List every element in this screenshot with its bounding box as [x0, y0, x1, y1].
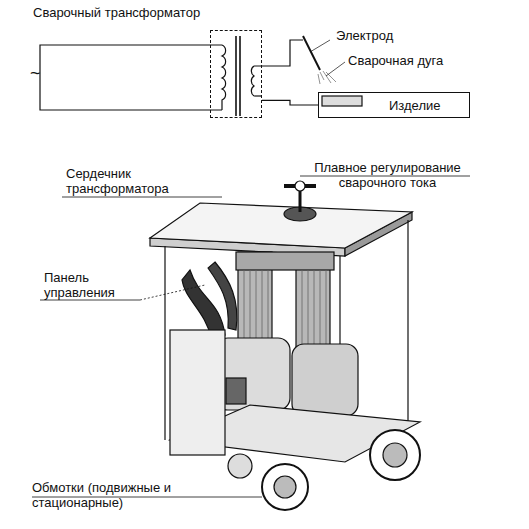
top-cover — [150, 203, 412, 248]
regulator-stem — [299, 190, 302, 212]
leader-line — [326, 62, 345, 76]
wheel — [262, 464, 308, 510]
control-panel — [170, 330, 225, 455]
workpiece-box: Изделие — [318, 92, 470, 118]
part-label: Сердечник трансформатора — [66, 166, 206, 196]
workpiece-symbol — [322, 96, 362, 106]
part-label: Сварочная дуга — [348, 53, 488, 68]
core-yoke — [236, 252, 334, 270]
panel-plate — [226, 378, 246, 404]
leader-line — [62, 197, 222, 198]
winding-coil — [216, 338, 290, 410]
frame-post — [164, 246, 165, 440]
part-label: Обмотки (подвижные и стационарные) — [32, 480, 252, 510]
wire-connector — [262, 100, 318, 105]
primary-coil — [222, 45, 226, 110]
schematic — [40, 36, 362, 116]
part-label: Панель управления — [44, 270, 144, 300]
core-line — [235, 36, 237, 116]
wheel-hub — [383, 443, 407, 467]
leader-line — [310, 40, 330, 52]
frame-post — [407, 220, 408, 425]
cable-bundle — [208, 262, 237, 330]
node-label: Сварочный трансформатор — [33, 5, 200, 20]
node-label: Изделие — [389, 98, 440, 113]
welding-machine — [150, 181, 420, 510]
wheel — [370, 430, 420, 480]
primary-wire — [40, 45, 222, 110]
core-line — [239, 36, 241, 116]
wheel — [228, 454, 252, 478]
transformer-box: Сварочный трансформатор — [210, 30, 262, 118]
part-label: Плавное регулирование сварочного тока — [300, 160, 475, 190]
regulator-knob — [295, 181, 305, 191]
electrode-symbol — [303, 36, 320, 70]
part-label: Электрод — [336, 28, 456, 43]
secondary-lead — [254, 95, 262, 96]
ac-symbol: ~ — [30, 66, 50, 81]
secondary-coil — [251, 66, 254, 96]
leader-line — [140, 285, 205, 300]
wheel-hub — [274, 476, 296, 498]
arc-symbol — [318, 71, 336, 84]
winding-coil — [292, 344, 358, 416]
leaders — [32, 176, 470, 497]
